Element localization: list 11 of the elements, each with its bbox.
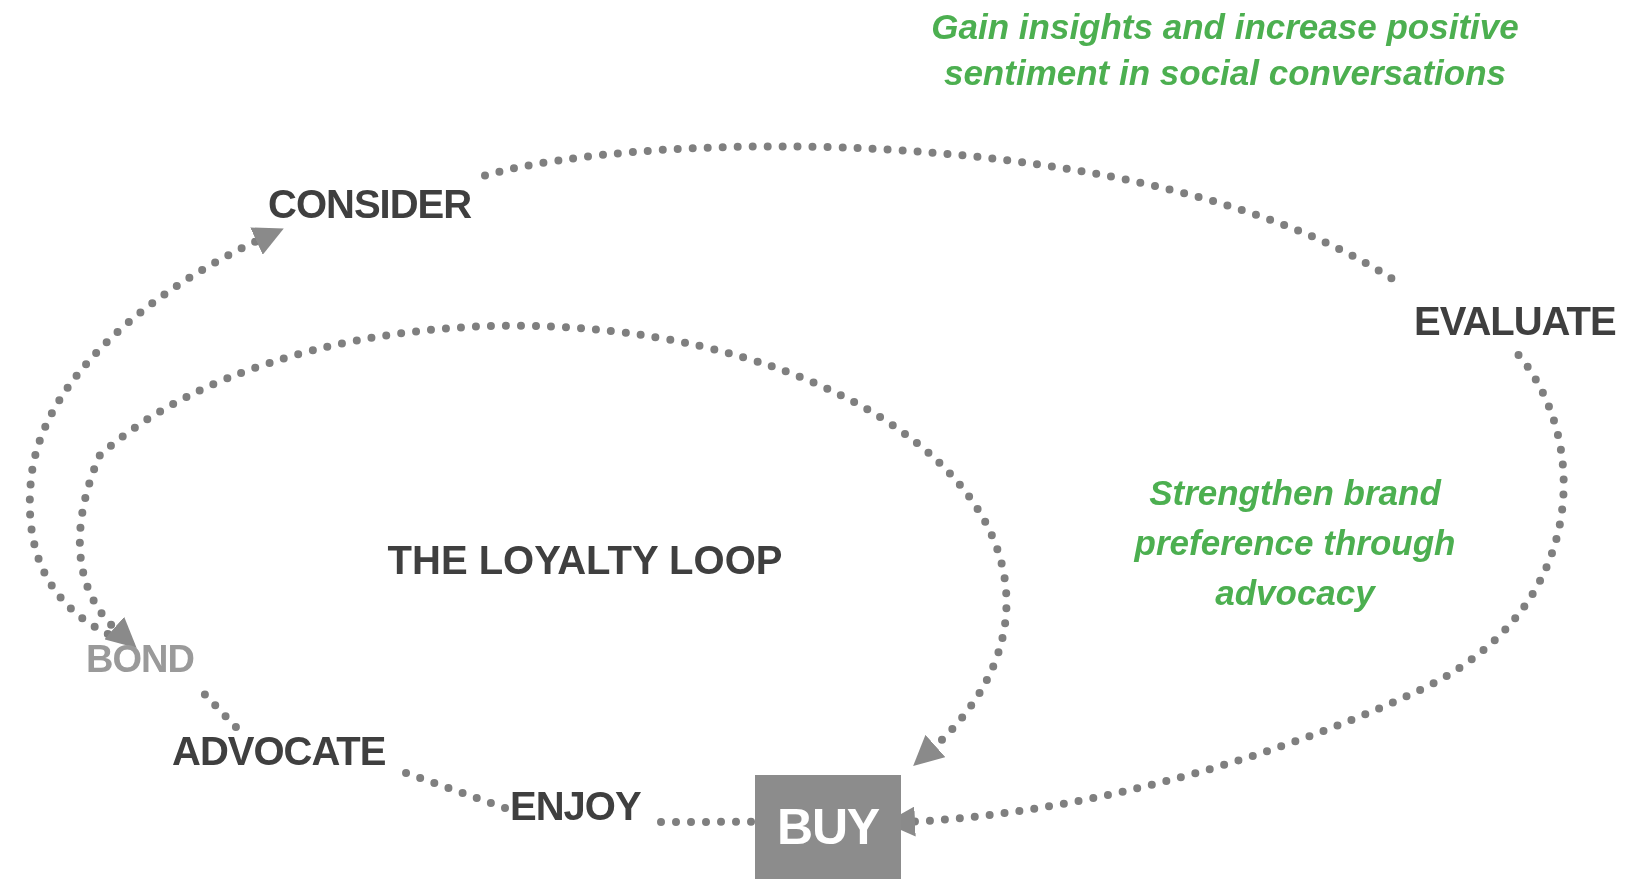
stage-label: EVALUATE <box>1414 301 1616 341</box>
stage-label: ADVOCATE <box>172 731 386 771</box>
goal-note: Gain insights and increase positive sentiment in social conversations <box>930 6 1520 94</box>
loop-title: THE LOYALTY LOOP <box>386 537 784 584</box>
stage-label: CONSIDER <box>268 184 472 224</box>
stage-label: ENJOY <box>510 786 641 826</box>
buy-box: BUY <box>755 775 901 879</box>
goal-note: Strengthen brand preference through advocacy <box>1132 472 1457 614</box>
stage-label: BOND <box>86 640 195 678</box>
dotted-arrow <box>75 321 1010 768</box>
dotted-arrow <box>25 227 284 638</box>
